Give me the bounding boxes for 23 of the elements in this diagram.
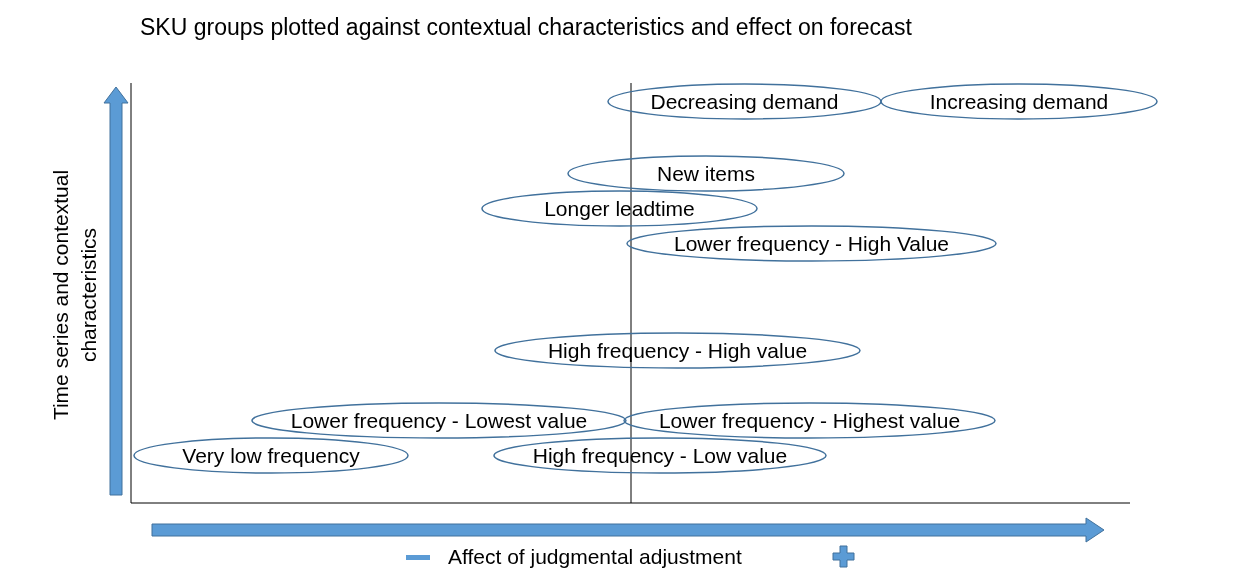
group-label: Longer leadtime	[543, 196, 696, 221]
chart-title: SKU groups plotted against contextual characteristics and effect on forecast	[140, 14, 912, 41]
group-label: Lower frequency - High Value	[672, 231, 951, 256]
group-label: Very low frequency	[181, 443, 361, 468]
oval-shape	[251, 402, 627, 439]
group-label: Increasing demand	[928, 89, 1110, 114]
oval-shape	[880, 83, 1158, 120]
oval-shape	[493, 437, 827, 474]
group-label: Decreasing demand	[649, 89, 840, 114]
oval-shape	[481, 190, 758, 227]
group-label: Lower frequency - Highest value	[657, 408, 962, 433]
group-label: New items	[656, 161, 756, 186]
oval-shape	[626, 225, 997, 262]
oval-shape	[567, 155, 845, 192]
axis-title: Time series and contextual characteristics	[48, 168, 101, 423]
oval-shape	[133, 437, 409, 474]
group-label: High frequency - High value	[546, 338, 809, 363]
oval-shape	[607, 83, 882, 120]
axis-title: Affect of judgmental adjustment	[448, 545, 742, 569]
oval-shape	[623, 402, 996, 439]
group-label: High frequency - Low value	[531, 443, 789, 468]
oval-shape	[494, 332, 861, 369]
group-label: Lower frequency - Lowest value	[289, 408, 589, 433]
